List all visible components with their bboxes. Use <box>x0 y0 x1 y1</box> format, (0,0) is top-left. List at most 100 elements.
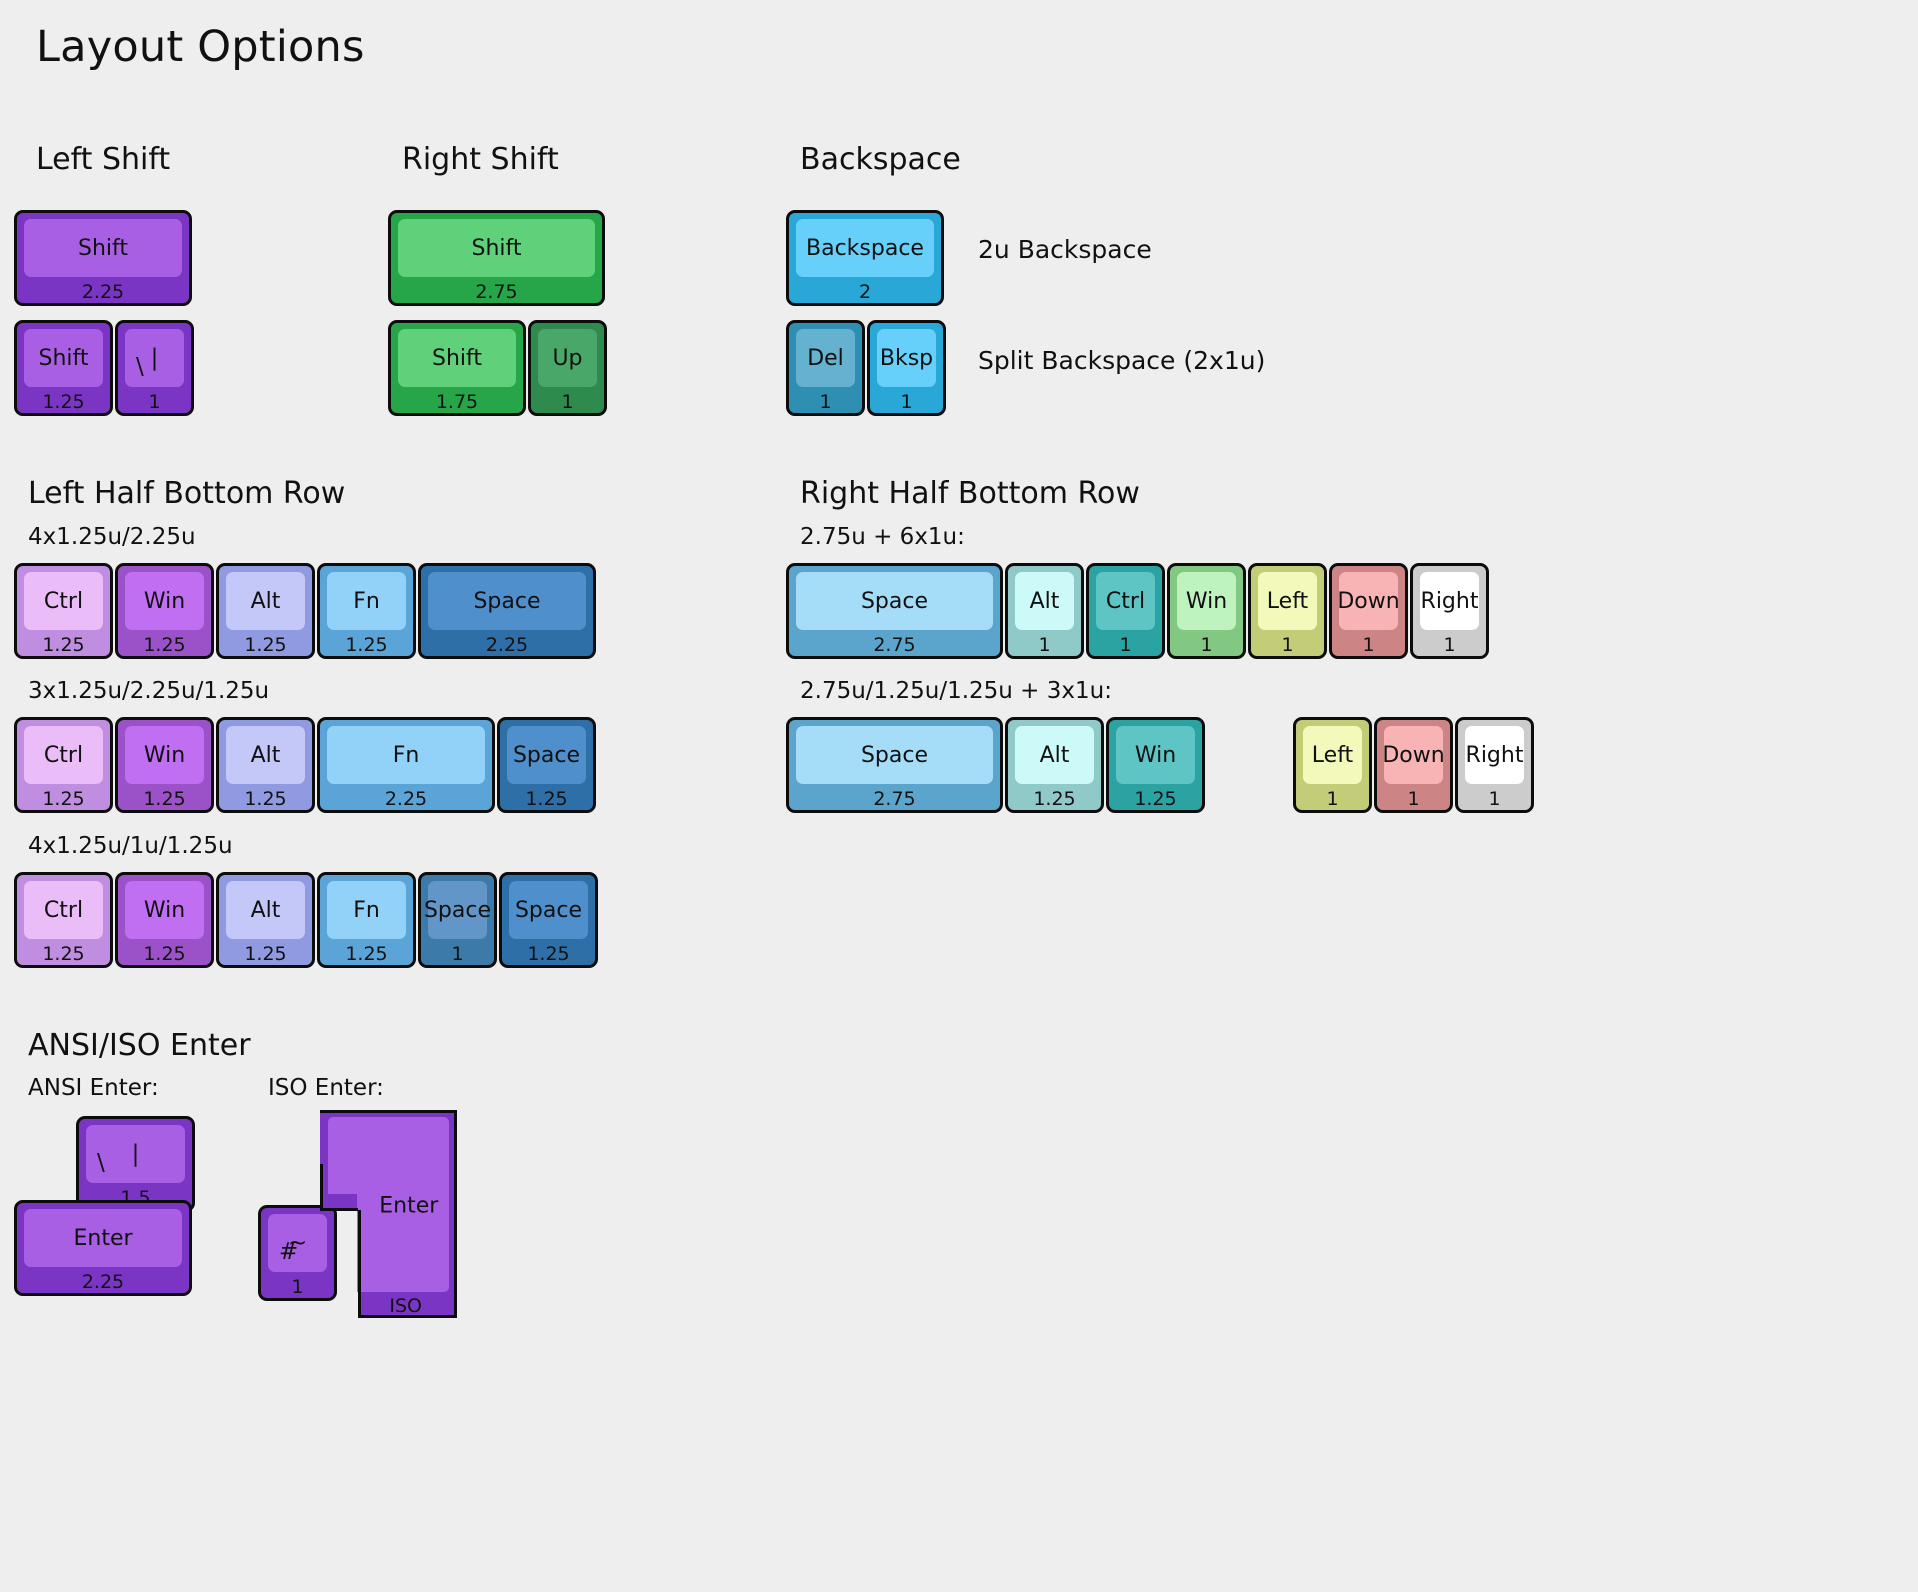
key-unit-size: 2.25 <box>485 634 529 656</box>
key-unit-size: 1 <box>1488 788 1501 810</box>
key-iso-hash-0[interactable]: ~#1 <box>258 1205 337 1301</box>
iso-enter-notch-side-edge <box>358 1209 362 1318</box>
keycap-surface <box>1015 572 1074 630</box>
key-unit-size: 1 <box>1038 634 1051 656</box>
keycap-surface <box>1096 572 1155 630</box>
key-unit-size: 1.25 <box>143 634 186 656</box>
keycap-surface <box>1420 572 1479 630</box>
ansi-enter-label: ANSI Enter: <box>28 1075 159 1101</box>
keycap-surface <box>538 329 597 387</box>
section-title-backspace: Backspace <box>800 142 961 177</box>
key-unit-size: 2.25 <box>81 1271 125 1293</box>
iso-enter-notch-top-edge <box>320 1207 359 1211</box>
key-unit-size: 1 <box>1407 788 1420 810</box>
keycap-surface <box>509 881 588 939</box>
right-bottom-row2-label: 2.75u/1.25u/1.25u + 3x1u: <box>800 678 1112 704</box>
section-title-ansi-iso-enter: ANSI/ISO Enter <box>28 1028 251 1063</box>
key-unit-size: 1 <box>148 391 161 413</box>
key-unit-size: 2.75 <box>873 788 916 810</box>
left-bottom-row1-label: 4x1.25u/2.25u <box>28 524 196 550</box>
keycap-surface <box>24 1209 182 1267</box>
key-ansi-0[interactable]: |\1.5 <box>76 1116 195 1212</box>
key-unit-size: 1 <box>1200 634 1213 656</box>
key-unit-size: 2.75 <box>873 634 916 656</box>
keycap-surface <box>1177 572 1236 630</box>
keycap-surface <box>125 329 184 387</box>
keycap-surface <box>226 726 305 784</box>
iso-hash-key-row[interactable]: ~#1 <box>258 1205 337 1301</box>
key-unit-size: 1 <box>1326 788 1339 810</box>
keycap-surface <box>125 572 204 630</box>
keycap-surface <box>1384 726 1443 784</box>
left-bottom-row2-label: 3x1.25u/2.25u/1.25u <box>28 678 270 704</box>
keycap-surface <box>24 572 103 630</box>
key-unit-size: 1 <box>1119 634 1132 656</box>
key-unit-size: 1.25 <box>143 788 186 810</box>
iso-enter-key[interactable]: Enter ISO <box>320 1110 457 1318</box>
key-unit-size: 1.25 <box>143 943 186 965</box>
keycap-surface <box>1258 572 1317 630</box>
key-unit-size: 1 <box>1281 634 1294 656</box>
left-bottom-row3-label: 4x1.25u/1u/1.25u <box>28 833 233 859</box>
key-unit-size: 1.25 <box>42 391 85 413</box>
key-unit-size: 1.25 <box>525 788 568 810</box>
ansi-backslash-key-row[interactable]: |\1.5 <box>76 1116 195 1212</box>
iso-enter-unit: ISO <box>389 1295 422 1317</box>
key-left-shift-split-1[interactable]: |\1 <box>115 320 194 416</box>
keycap-surface <box>398 219 595 277</box>
key-unit-size: 1.25 <box>42 943 85 965</box>
keycap-surface <box>226 572 305 630</box>
